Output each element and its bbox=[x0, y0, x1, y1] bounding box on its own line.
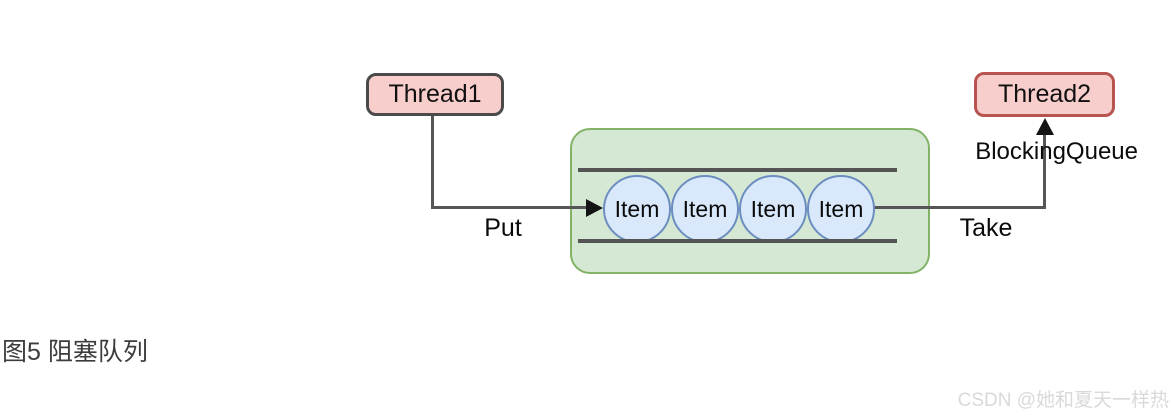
figure-caption: 图5 阻塞队列 bbox=[2, 338, 148, 366]
queue-item: Item bbox=[739, 175, 807, 243]
take-arrowhead-icon bbox=[1036, 118, 1054, 135]
csdn-watermark: CSDN @她和夏天一样热 bbox=[957, 390, 1169, 411]
put-edge-horizontal-line bbox=[431, 206, 588, 209]
queue-item-label: Item bbox=[750, 195, 796, 222]
thread1-node: Thread1 bbox=[366, 73, 504, 116]
take-edge-label: Take bbox=[959, 214, 1013, 242]
queue-item: Item bbox=[603, 175, 671, 243]
queue-item: Item bbox=[671, 175, 739, 243]
put-edge-label: Put bbox=[484, 214, 522, 242]
take-edge-vertical-line bbox=[1043, 131, 1046, 209]
queue-top-rail bbox=[578, 168, 897, 172]
queue-item-label: Item bbox=[614, 195, 660, 222]
put-edge-vertical-line bbox=[431, 116, 434, 208]
thread1-label: Thread1 bbox=[388, 80, 482, 108]
queue-item-label: Item bbox=[682, 195, 728, 222]
take-edge-horizontal-line bbox=[873, 206, 1045, 209]
queue-item: Item bbox=[807, 175, 875, 243]
queue-bottom-rail bbox=[578, 239, 897, 243]
blocking-queue-title: BlockingQueue bbox=[975, 138, 1138, 165]
thread2-node: Thread2 bbox=[974, 72, 1115, 117]
put-arrowhead-icon bbox=[586, 199, 603, 217]
queue-item-label: Item bbox=[818, 195, 864, 222]
thread2-label: Thread2 bbox=[997, 80, 1092, 108]
